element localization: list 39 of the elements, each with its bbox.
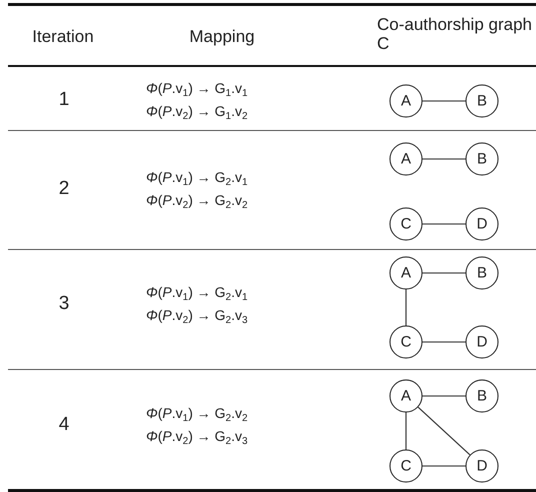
mapping-formula: Φ(P.v$_{1}$) → G$_{2}$.v$_{2}$ [146,405,248,421]
author-node: B [466,84,498,118]
mapping-formula: Φ(P.v$_{1}$) → G$_{2}$.v$_{1}$ [146,169,248,185]
graph-edge [422,223,466,225]
graph-edge [405,412,407,450]
graph-edge [422,100,466,102]
author-node: A [390,84,422,118]
mapping-formula: Φ(P.v$_{1}$) → G$_{1}$.v$_{1}$ [146,80,248,96]
iteration-number: 2 [58,179,70,199]
graph-edge [422,465,466,467]
author-node: A [390,380,422,412]
graph-edge [422,158,466,160]
mapping-formula: Φ(P.v$_{2}$) → G$_{2}$.v$_{3}$ [146,428,248,444]
graph-edge [418,406,470,456]
mapping-formula: Φ(P.v$_{1}$) → G$_{2}$.v$_{1}$ [146,284,248,300]
mapping-formula: Φ(P.v$_{2}$) → G$_{2}$.v$_{2}$ [146,192,248,208]
iteration-number: 3 [58,294,70,314]
column-header: Iteration [31,27,95,46]
author-node: D [466,208,498,240]
iteration-number: 4 [58,415,70,435]
author-node: A [390,142,422,176]
author-node: C [390,326,422,358]
author-node: D [466,326,498,358]
iteration-number: 1 [58,90,70,110]
author-node: C [390,450,422,482]
graph-edge [422,272,466,274]
mapping-formula: Φ(P.v$_{2}$) → G$_{1}$.v$_{2}$ [146,103,248,119]
author-node: B [466,256,498,290]
column-header: Mapping [188,27,256,46]
author-node: C [390,208,422,240]
graph-edge [405,290,407,326]
author-node: A [390,256,422,290]
graph-edge [422,341,466,343]
author-node: B [466,142,498,176]
column-header: Co-authorship graph C [377,15,532,53]
mapping-formula: Φ(P.v$_{2}$) → G$_{2}$.v$_{3}$ [146,307,248,323]
graph-edge [422,395,466,397]
author-node: D [466,450,498,482]
author-node: B [466,380,498,412]
